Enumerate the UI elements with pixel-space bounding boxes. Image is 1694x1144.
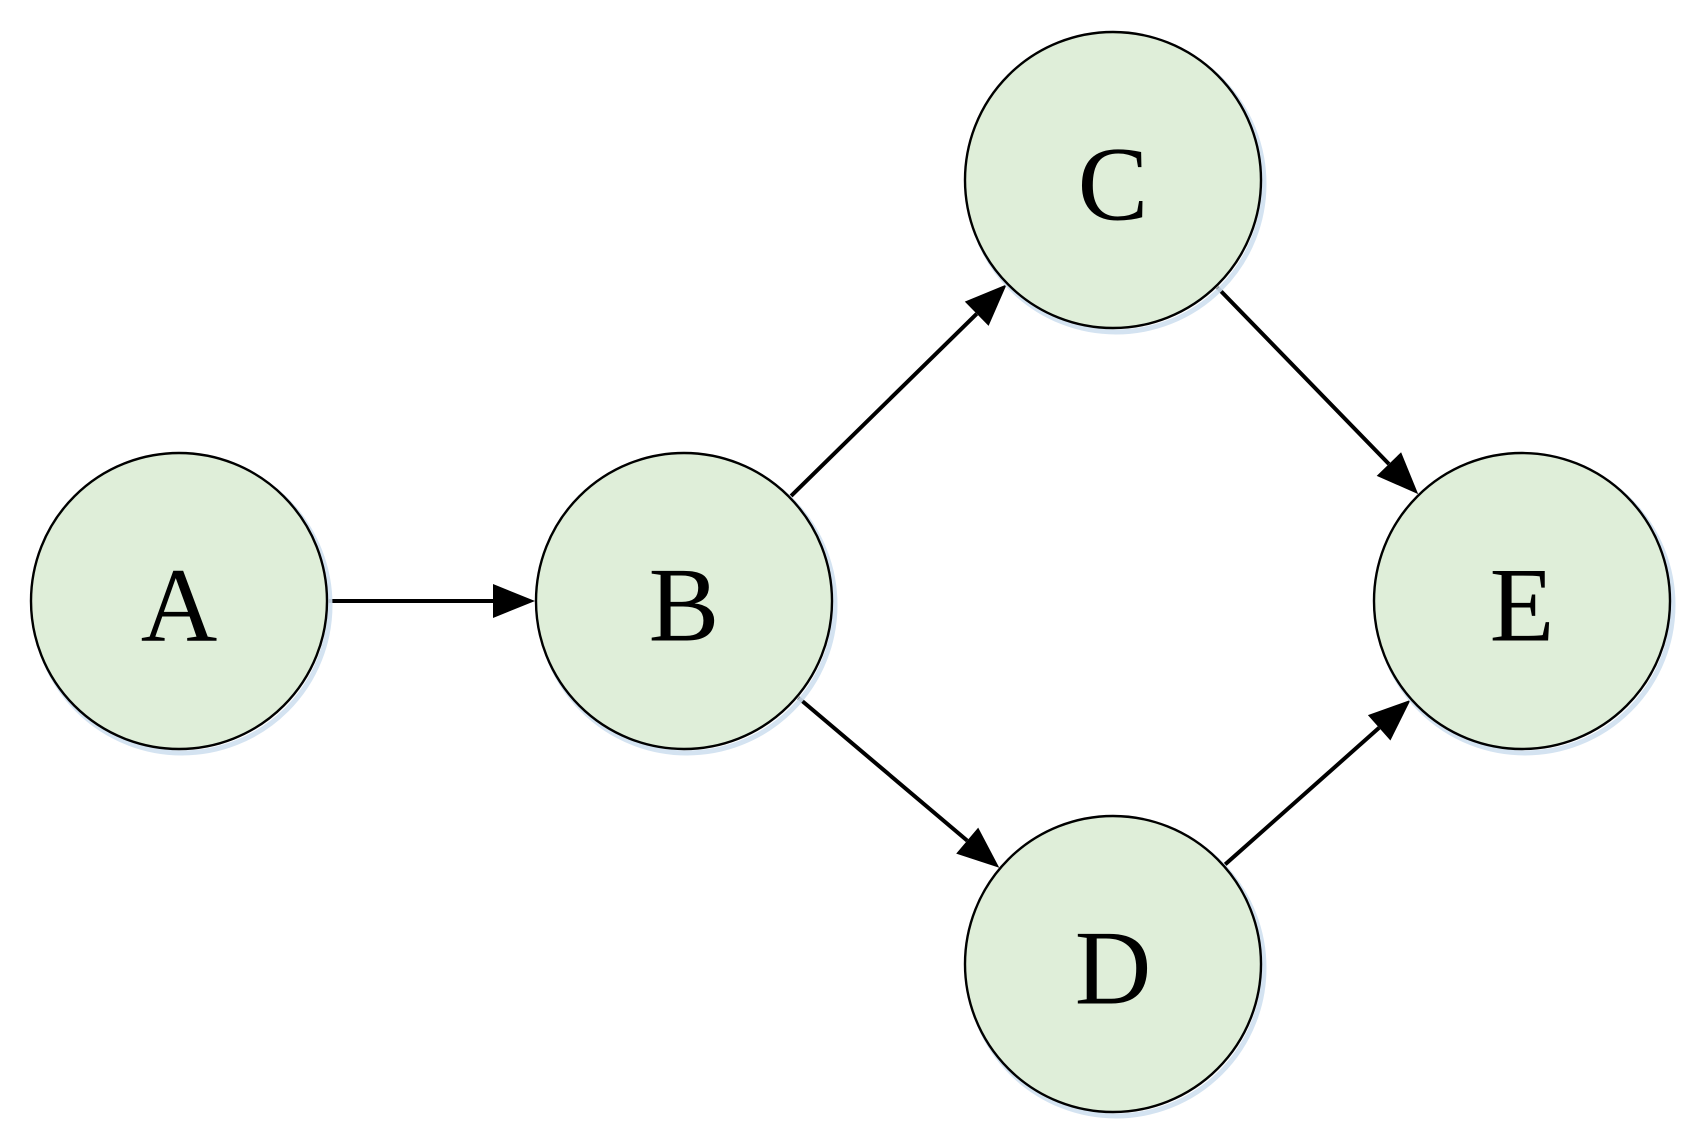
edges-layer	[329, 284, 1419, 868]
edge-b-d-arrowhead-icon	[956, 827, 1000, 868]
node-c-label: C	[1078, 126, 1149, 243]
edge-b-d	[797, 696, 1000, 868]
node-d-circle	[963, 814, 1263, 1114]
edge-c-e-line	[1216, 286, 1391, 466]
node-a: A	[29, 451, 333, 756]
node-e-circle	[1372, 451, 1672, 751]
edge-d-e	[1223, 699, 1411, 866]
edge-a-b	[329, 584, 535, 618]
edge-d-e-line	[1223, 726, 1381, 866]
edge-b-c-arrowhead-icon	[964, 284, 1007, 326]
edge-c-e-arrowhead-icon	[1376, 452, 1419, 495]
node-c: C	[963, 30, 1267, 335]
edge-d-e-arrowhead-icon	[1367, 699, 1411, 741]
node-a-label: A	[141, 547, 218, 664]
node-a-circle	[29, 451, 329, 751]
edge-b-c-line	[789, 312, 979, 498]
node-d: D	[963, 814, 1267, 1119]
node-e: E	[1372, 451, 1676, 756]
node-e-label: E	[1490, 547, 1555, 664]
node-b: B	[534, 451, 838, 756]
node-b-circle	[534, 451, 834, 751]
edge-b-c	[789, 284, 1007, 498]
edge-b-d-line	[797, 696, 969, 843]
node-b-label: B	[649, 547, 720, 664]
edge-c-e	[1216, 286, 1419, 495]
node-d-label: D	[1075, 910, 1152, 1027]
edge-a-b-arrowhead-icon	[493, 584, 535, 618]
node-c-circle	[963, 30, 1263, 330]
